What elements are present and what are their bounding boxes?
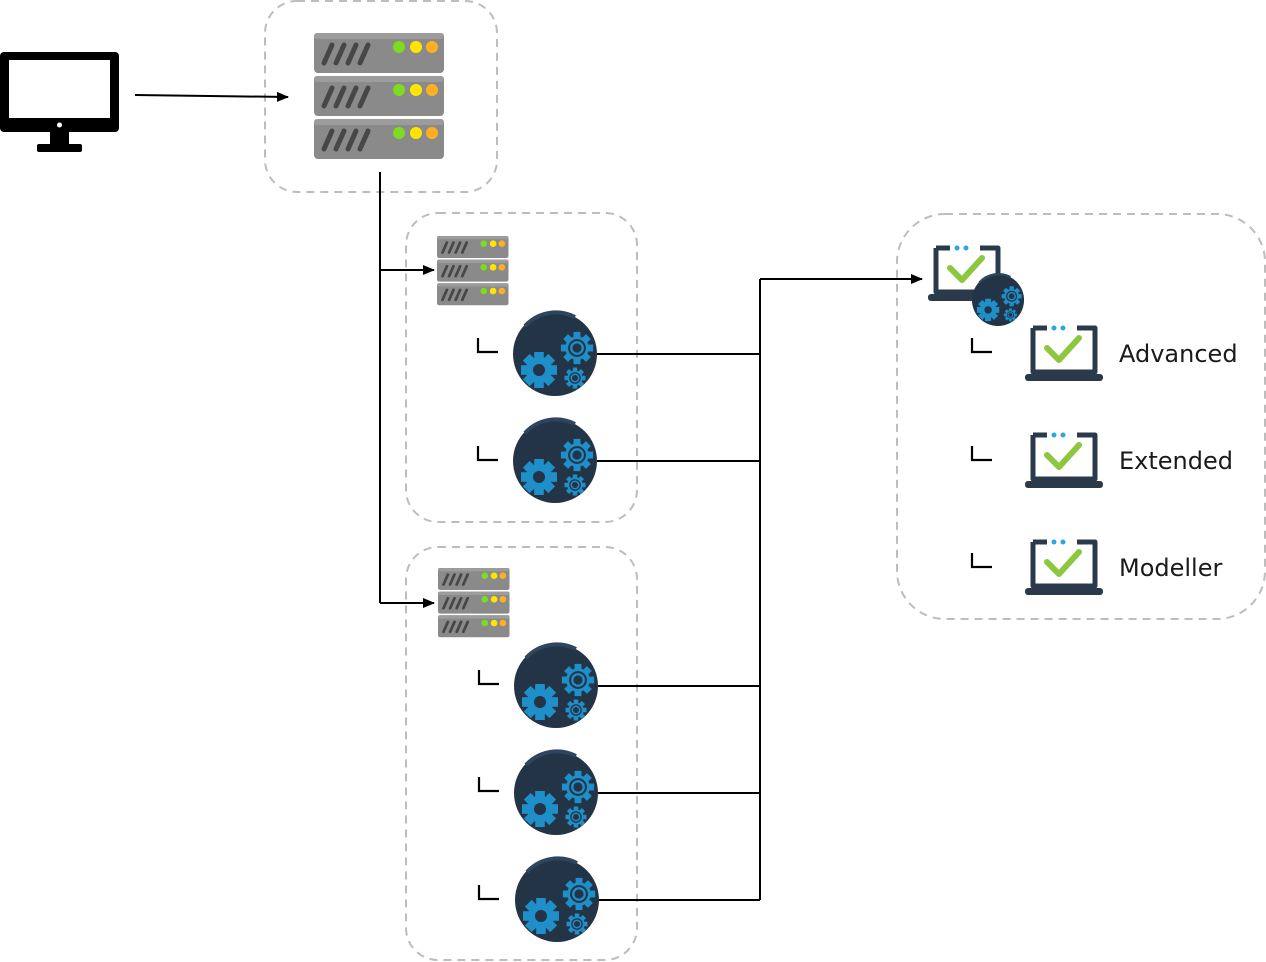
group-2-server-icon <box>438 568 510 637</box>
gear-globe-icon <box>513 312 597 396</box>
main-server-icon <box>314 33 444 159</box>
desktop-monitor-icon <box>0 52 119 152</box>
gear-globe-icon <box>515 858 599 942</box>
bracket-icon <box>477 775 501 793</box>
laptop-check-gear-icon <box>928 246 1024 327</box>
laptop-check-icon <box>1025 433 1103 489</box>
group-1-server-icon <box>437 236 509 305</box>
license-label-advanced: Advanced <box>1119 340 1238 368</box>
license-label-extended: Extended <box>1119 447 1233 475</box>
gear-globe-icon <box>513 419 597 503</box>
laptop-check-icon <box>1025 326 1103 382</box>
gear-globe-icon <box>514 751 598 835</box>
server-group-1-box <box>405 212 638 523</box>
bracket-icon <box>476 444 500 462</box>
bracket-icon <box>970 336 994 354</box>
license-group-box <box>896 213 1266 620</box>
bracket-icon <box>477 883 501 901</box>
bracket-icon <box>476 336 500 354</box>
bracket-icon <box>477 668 501 686</box>
bracket-icon <box>970 551 994 569</box>
license-label-modeller: Modeller <box>1119 554 1222 582</box>
client-to-server-arrow <box>134 91 289 102</box>
gear-globe-icon <box>514 644 598 728</box>
bracket-icon <box>970 444 994 462</box>
server-group-2-box <box>405 546 638 961</box>
laptop-check-icon <box>1025 540 1103 596</box>
